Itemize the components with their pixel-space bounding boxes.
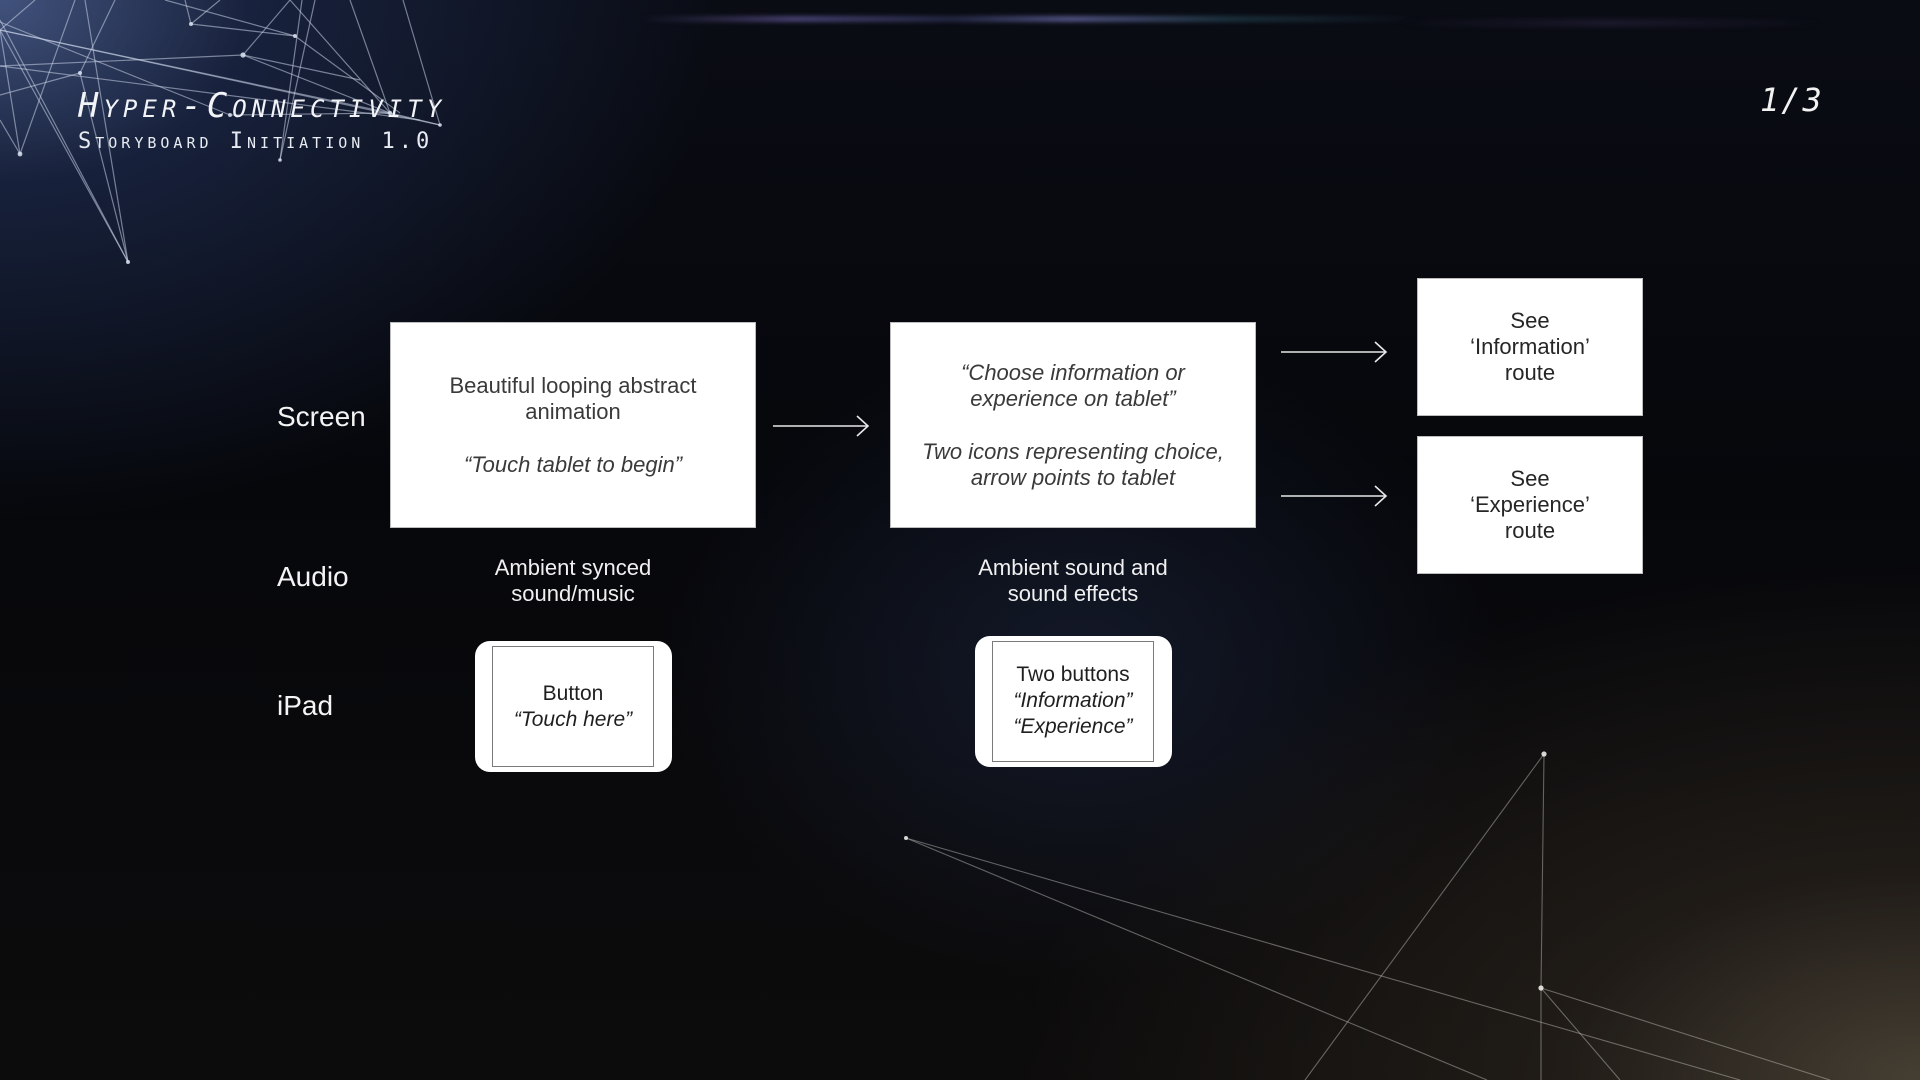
arrow-to-information-route (1281, 340, 1389, 364)
step1-ipad-line2: “Touch here” (513, 707, 633, 731)
step2-screen-quote-line2: experience on tablet” (970, 385, 1176, 411)
step2-ipad-line3: “Experience” (1013, 715, 1133, 738)
light-streak (640, 16, 1420, 22)
step2-screen-desc-line1: Two icons representing choice, (922, 438, 1224, 464)
step2-audio-line2: sound effects (1007, 581, 1139, 606)
step2-ipad-screen: Two buttons “Information” “Experience” (992, 641, 1154, 762)
arrow-right-icon (1281, 485, 1388, 507)
step1-ipad-screen: Button “Touch here” (492, 646, 654, 767)
row-label-ipad: iPad (277, 690, 334, 721)
step1-screen-line2: animation (525, 398, 621, 424)
experience-route-line2: ‘Experience’ (1470, 492, 1590, 517)
arrow-step1-to-step2 (773, 414, 871, 438)
experience-route-line3: route (1504, 518, 1556, 543)
step1-audio-line2: sound/music (511, 581, 635, 606)
experience-route-card: See ‘Experience’ route (1417, 436, 1643, 574)
row-label-audio: Audio (277, 561, 349, 592)
step2-ipad-mockup: Two buttons “Information” “Experience” (975, 636, 1172, 767)
arrow-right-icon (773, 415, 870, 437)
information-route-line1: See (1510, 308, 1550, 333)
information-route-card: See ‘Information’ route (1417, 278, 1643, 416)
step2-screen-quote-line1: “Choose information or (961, 359, 1185, 385)
experience-route-line1: See (1510, 466, 1550, 491)
step2-audio-line1: Ambient sound and (978, 555, 1168, 580)
slide-title: Hyper-Connectivity (78, 86, 447, 126)
step2-screen-card: “Choose information or experience on tab… (890, 322, 1256, 528)
page-indicator: 1/3 (1760, 81, 1824, 119)
arrow-to-experience-route (1281, 484, 1389, 508)
step1-screen-line1: Beautiful looping abstract (449, 372, 697, 398)
arrow-right-icon (1281, 341, 1388, 363)
slide-subtitle: Storyboard Initiation 1.0 (78, 129, 434, 154)
information-route-line3: route (1504, 360, 1556, 385)
step1-screen-card: Beautiful looping abstract animation “To… (390, 322, 756, 528)
light-streak-faint (1400, 20, 1820, 26)
step1-screen-quote: “Touch tablet to begin” (463, 451, 683, 477)
step2-audio: Ambient sound and sound effects (943, 555, 1203, 607)
step1-ipad-mockup: Button “Touch here” (475, 641, 672, 772)
step1-ipad-line1: Button (542, 681, 604, 705)
step2-ipad-line2: “Information” (1013, 689, 1133, 712)
row-label-screen: Screen (277, 401, 366, 432)
information-route-line2: ‘Information’ (1470, 334, 1590, 359)
step2-ipad-line1: Two buttons (1016, 663, 1130, 686)
step1-audio-line1: Ambient synced (494, 555, 652, 580)
step2-screen-desc-line2: arrow points to tablet (970, 464, 1176, 490)
step1-audio: Ambient synced sound/music (443, 555, 703, 607)
